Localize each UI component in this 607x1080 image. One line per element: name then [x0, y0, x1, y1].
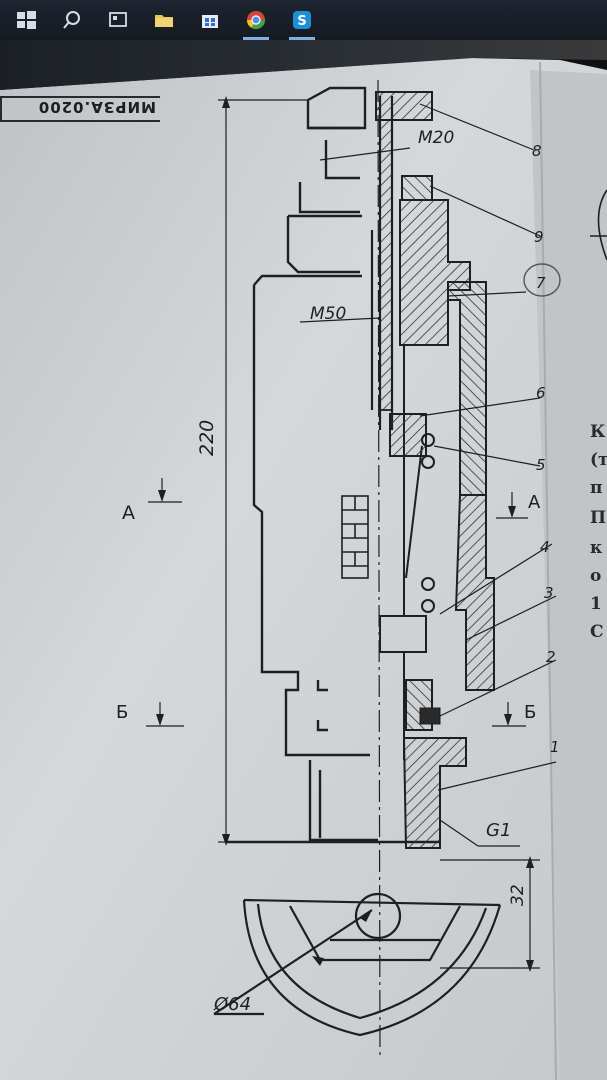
side-text-1: К	[590, 422, 606, 442]
windows-start-icon[interactable]	[6, 0, 46, 40]
side-text-2: (т	[590, 450, 607, 470]
diameter-64-dimension: Ø64	[214, 994, 252, 1015]
side-text-8: С	[590, 622, 604, 642]
overall-length-dimension: 220	[196, 419, 218, 456]
part-number-1: 1	[550, 738, 560, 756]
search-icon[interactable]	[52, 0, 92, 40]
store-icon[interactable]	[190, 0, 230, 40]
skype-icon[interactable]: S	[282, 0, 322, 40]
edge-browser-icon[interactable]	[98, 0, 138, 40]
side-text-3: п	[590, 478, 603, 498]
part-number-3: 3	[544, 584, 554, 602]
side-text-7: 1	[590, 594, 602, 614]
thread-m20-label: M20	[418, 128, 455, 148]
section-b-right-label: Б	[524, 702, 537, 723]
part-number-7: 7	[536, 274, 546, 292]
side-text-6: о	[590, 566, 602, 586]
thread-m50-label: M50	[310, 304, 347, 324]
part-number-9: 9	[534, 228, 544, 246]
windows-taskbar: S	[0, 0, 607, 40]
part-number-2: 2	[546, 648, 556, 666]
file-explorer-icon[interactable]	[144, 0, 184, 40]
thread-g1-label: G1	[486, 820, 512, 841]
chrome-icon[interactable]	[236, 0, 276, 40]
part-number-8: 8	[532, 142, 542, 160]
part-number-6: 6	[536, 384, 546, 402]
svg-text:S: S	[297, 14, 306, 29]
part-number-5: 5	[536, 456, 546, 474]
section-b-left-label: Б	[116, 702, 129, 723]
part-number-4: 4	[540, 538, 550, 556]
title-block-code: МИРЗА.0200	[0, 96, 160, 122]
height-32-dimension: 32	[508, 884, 528, 906]
section-a-right-label: А	[528, 492, 541, 513]
side-text-4: П	[590, 508, 607, 528]
section-a-left-label: А	[122, 502, 135, 524]
side-text-5: к	[590, 538, 603, 558]
